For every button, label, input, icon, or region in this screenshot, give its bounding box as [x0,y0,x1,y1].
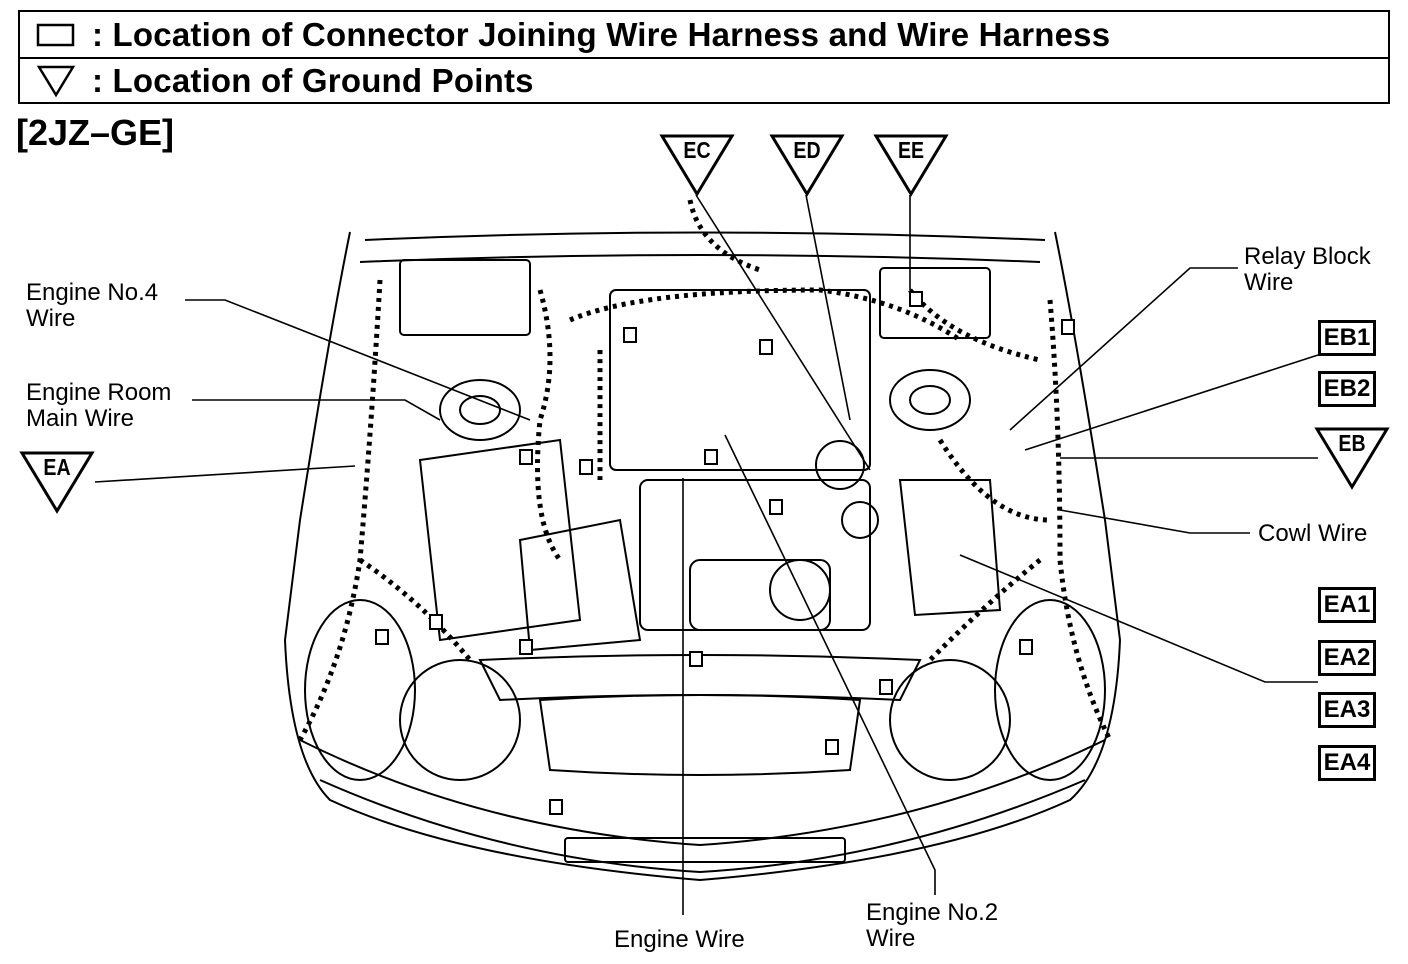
connector-eb2: EB2 [1318,371,1376,407]
ground-point-ed: ED [769,133,845,197]
legend-connector-row: : Location of Connector Joining Wire Har… [20,12,1388,59]
connector-ea1: EA1 [1318,587,1376,623]
ground-point-eb-label: EB [1338,430,1366,456]
ground-point-ec: EC [659,133,735,197]
label-engine-room-line1: Engine Room [26,379,172,406]
ground-point-ed-label: ED [793,137,821,163]
ground-point-ee-label: EE [897,137,925,163]
ground-point-ee: EE [873,133,949,197]
label-engine-no4-line1: Engine No.4 [26,279,159,306]
label-engine-no2-wire: Engine No.2 Wire [866,900,998,952]
legend-ground-row: : Location of Ground Points [20,58,1388,103]
label-engine-room-main-wire: Engine Room Main Wire [26,380,171,432]
connector-eb1: EB1 [1318,320,1376,356]
label-relay-block-line1: Relay Block [1244,243,1371,270]
down-triangle-icon [20,64,92,98]
connector-ea4: EA4 [1318,745,1376,781]
label-cowl-wire: Cowl Wire [1258,520,1368,547]
legend-box: : Location of Connector Joining Wire Har… [18,10,1390,104]
label-engine-no2-line1: Engine No.2 [866,899,999,926]
rectangle-icon [20,22,92,48]
label-engine-no2-line2: Wire [866,925,916,952]
label-relay-block-wire: Relay Block Wire [1244,244,1371,296]
legend-connector-text: : Location of Connector Joining Wire Har… [92,15,1111,53]
label-engine-no4-wire: Engine No.4 Wire [26,280,158,332]
label-engine-wire: Engine Wire [614,926,745,953]
ground-point-ea-label: EA [43,454,71,480]
label-engine-room-line2: Main Wire [26,405,135,432]
label-relay-block-line2: Wire [1244,269,1294,296]
engine-title: [2JZ–GE] [16,112,175,153]
ground-point-ec-label: EC [683,137,711,163]
connector-ea3: EA3 [1318,692,1376,728]
connector-ea2: EA2 [1318,640,1376,676]
label-engine-no4-line2: Wire [26,305,76,332]
ground-point-eb: EB [1314,426,1390,490]
legend-ground-text: : Location of Ground Points [92,61,534,99]
ground-point-ea: EA [19,450,95,514]
